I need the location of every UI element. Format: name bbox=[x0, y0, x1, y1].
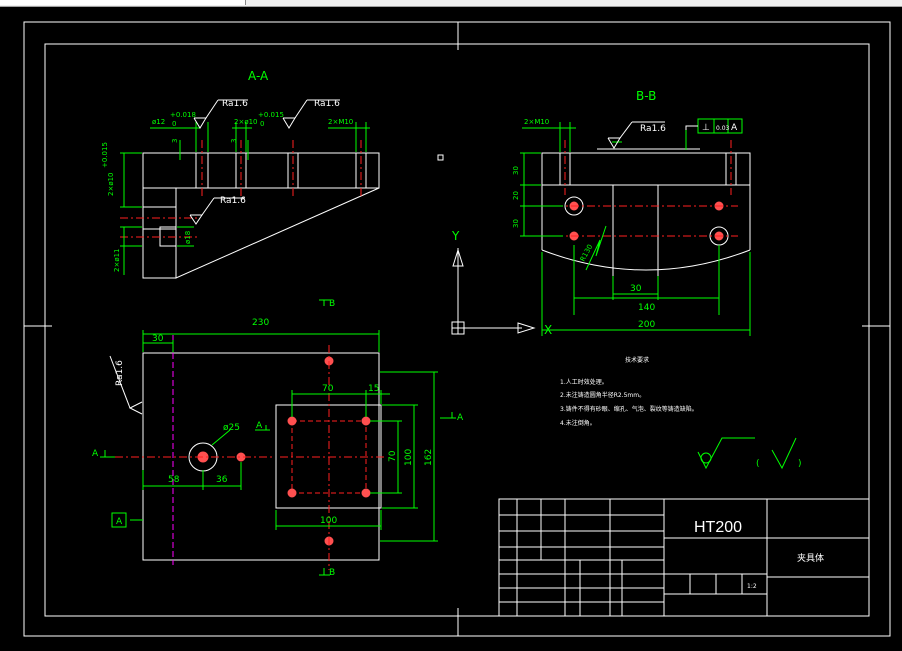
dim-2xd10-tol: +0.015 bbox=[258, 111, 284, 119]
section-mark-b1: B bbox=[329, 299, 335, 309]
tol-ref: A bbox=[731, 123, 738, 133]
dim-bb-2xm10: 2×M10 bbox=[524, 118, 549, 126]
dim-2xd10: 2×ø10 bbox=[234, 118, 258, 126]
section-mark-b2: B bbox=[329, 568, 335, 578]
dim-58: 58 bbox=[168, 475, 180, 485]
section-aa-dimensions: ø12 +0.018 0 2×ø10 +0.015 0 2×M10 3 3 2×… bbox=[101, 111, 370, 275]
dim-162: 162 bbox=[424, 449, 434, 466]
dim-r130: R130 bbox=[579, 243, 595, 263]
dim-bb-30b: 30 bbox=[512, 219, 520, 228]
dim-3b: 3 bbox=[230, 139, 238, 143]
dim-bb-20: 20 bbox=[512, 191, 520, 200]
dim-d12-tol: +0.018 bbox=[170, 111, 196, 119]
dim-2xd10-tol2: 0 bbox=[260, 120, 264, 128]
aa-roughness-symbols bbox=[189, 99, 340, 225]
plan-dimensions: 230 30 70 15 ø25 58 36 70 100 162 100 A … bbox=[92, 299, 464, 578]
dim-left-2xd11: 2×ø11 bbox=[113, 248, 121, 272]
section-mark-a3: A bbox=[457, 413, 464, 423]
dim-left-2xd10-tol: +0.015 bbox=[101, 142, 109, 168]
axis-y-label: Y bbox=[451, 229, 460, 243]
dim-bb-30a: 30 bbox=[512, 166, 520, 175]
ra-label-1: Ra1.6 bbox=[222, 99, 248, 109]
tol-value: 0.03 bbox=[716, 125, 730, 132]
note-2: 2.未注铸造圆角半径R2.5mm。 bbox=[560, 391, 645, 399]
ra-label-5: Ra1.6 bbox=[115, 360, 125, 386]
dim-d18: ø18 bbox=[184, 231, 192, 244]
ra-label-3: Ra1.6 bbox=[220, 196, 246, 206]
dim-36: 36 bbox=[216, 475, 228, 485]
plan-roughness-symbol bbox=[109, 355, 143, 415]
dim-d25: ø25 bbox=[223, 423, 240, 433]
section-aa-title: A-A bbox=[248, 69, 269, 83]
dim-left-2xd10: 2×ø10 bbox=[107, 172, 115, 196]
ra-label-4: Ra1.6 bbox=[640, 124, 666, 134]
note-1: 1.人工时效处理。 bbox=[560, 378, 608, 386]
datum-a-label: A bbox=[116, 517, 123, 527]
dim-15: 15 bbox=[368, 384, 379, 394]
dim-70-v: 70 bbox=[388, 450, 398, 462]
window-top-strip bbox=[0, 0, 902, 7]
axis-x-label: X bbox=[544, 323, 552, 337]
dim-d12-tol2: 0 bbox=[172, 120, 176, 128]
ucs-icon bbox=[437, 154, 536, 335]
dim-30: 30 bbox=[152, 334, 164, 344]
section-bb-dimensions: 2×M10 ⊥ 0.03 A 30 20 30 R130 30 140 200 bbox=[512, 118, 751, 336]
dim-100-v: 100 bbox=[404, 449, 414, 466]
rough-paren-close: ) bbox=[798, 459, 802, 469]
rough-paren-open: ( bbox=[756, 459, 760, 469]
plan-view bbox=[115, 335, 385, 570]
dim-2xm10-aa: 2×M10 bbox=[328, 118, 353, 126]
dim-d12: ø12 bbox=[152, 118, 165, 126]
section-mark-a1: A bbox=[92, 449, 99, 459]
section-aa-view bbox=[120, 140, 380, 279]
note-4: 4.未注倒角。 bbox=[560, 419, 596, 427]
dim-70-h: 70 bbox=[322, 384, 334, 394]
title-block bbox=[498, 498, 870, 617]
note-3: 3.铸件不得有砂眼、缩孔、气泡、裂纹等铸造缺陷。 bbox=[560, 405, 698, 413]
general-roughness-symbol bbox=[697, 437, 797, 470]
ra-label-2: Ra1.6 bbox=[314, 99, 340, 109]
dim-230: 230 bbox=[252, 318, 269, 328]
notes-heading: 技术要求 bbox=[625, 356, 649, 364]
dim-bb-140: 140 bbox=[638, 303, 655, 313]
dim-3a: 3 bbox=[171, 139, 179, 143]
frame-center-marks bbox=[24, 22, 890, 636]
section-mark-a2: A bbox=[256, 421, 263, 431]
document-tab[interactable] bbox=[0, 0, 246, 5]
dim-100-h: 100 bbox=[320, 516, 337, 526]
scale-label: 1:2 bbox=[747, 583, 757, 590]
outer-frame bbox=[23, 21, 891, 637]
inner-frame bbox=[44, 43, 870, 617]
tol-symbol: ⊥ bbox=[702, 123, 710, 133]
section-bb-title: B-B bbox=[636, 89, 656, 103]
dim-bb-30: 30 bbox=[630, 284, 642, 294]
bb-roughness-symbol bbox=[607, 121, 698, 149]
part-name: 夹具体 bbox=[797, 552, 824, 564]
dim-bb-200: 200 bbox=[638, 320, 655, 330]
material-label: HT200 bbox=[694, 519, 742, 536]
